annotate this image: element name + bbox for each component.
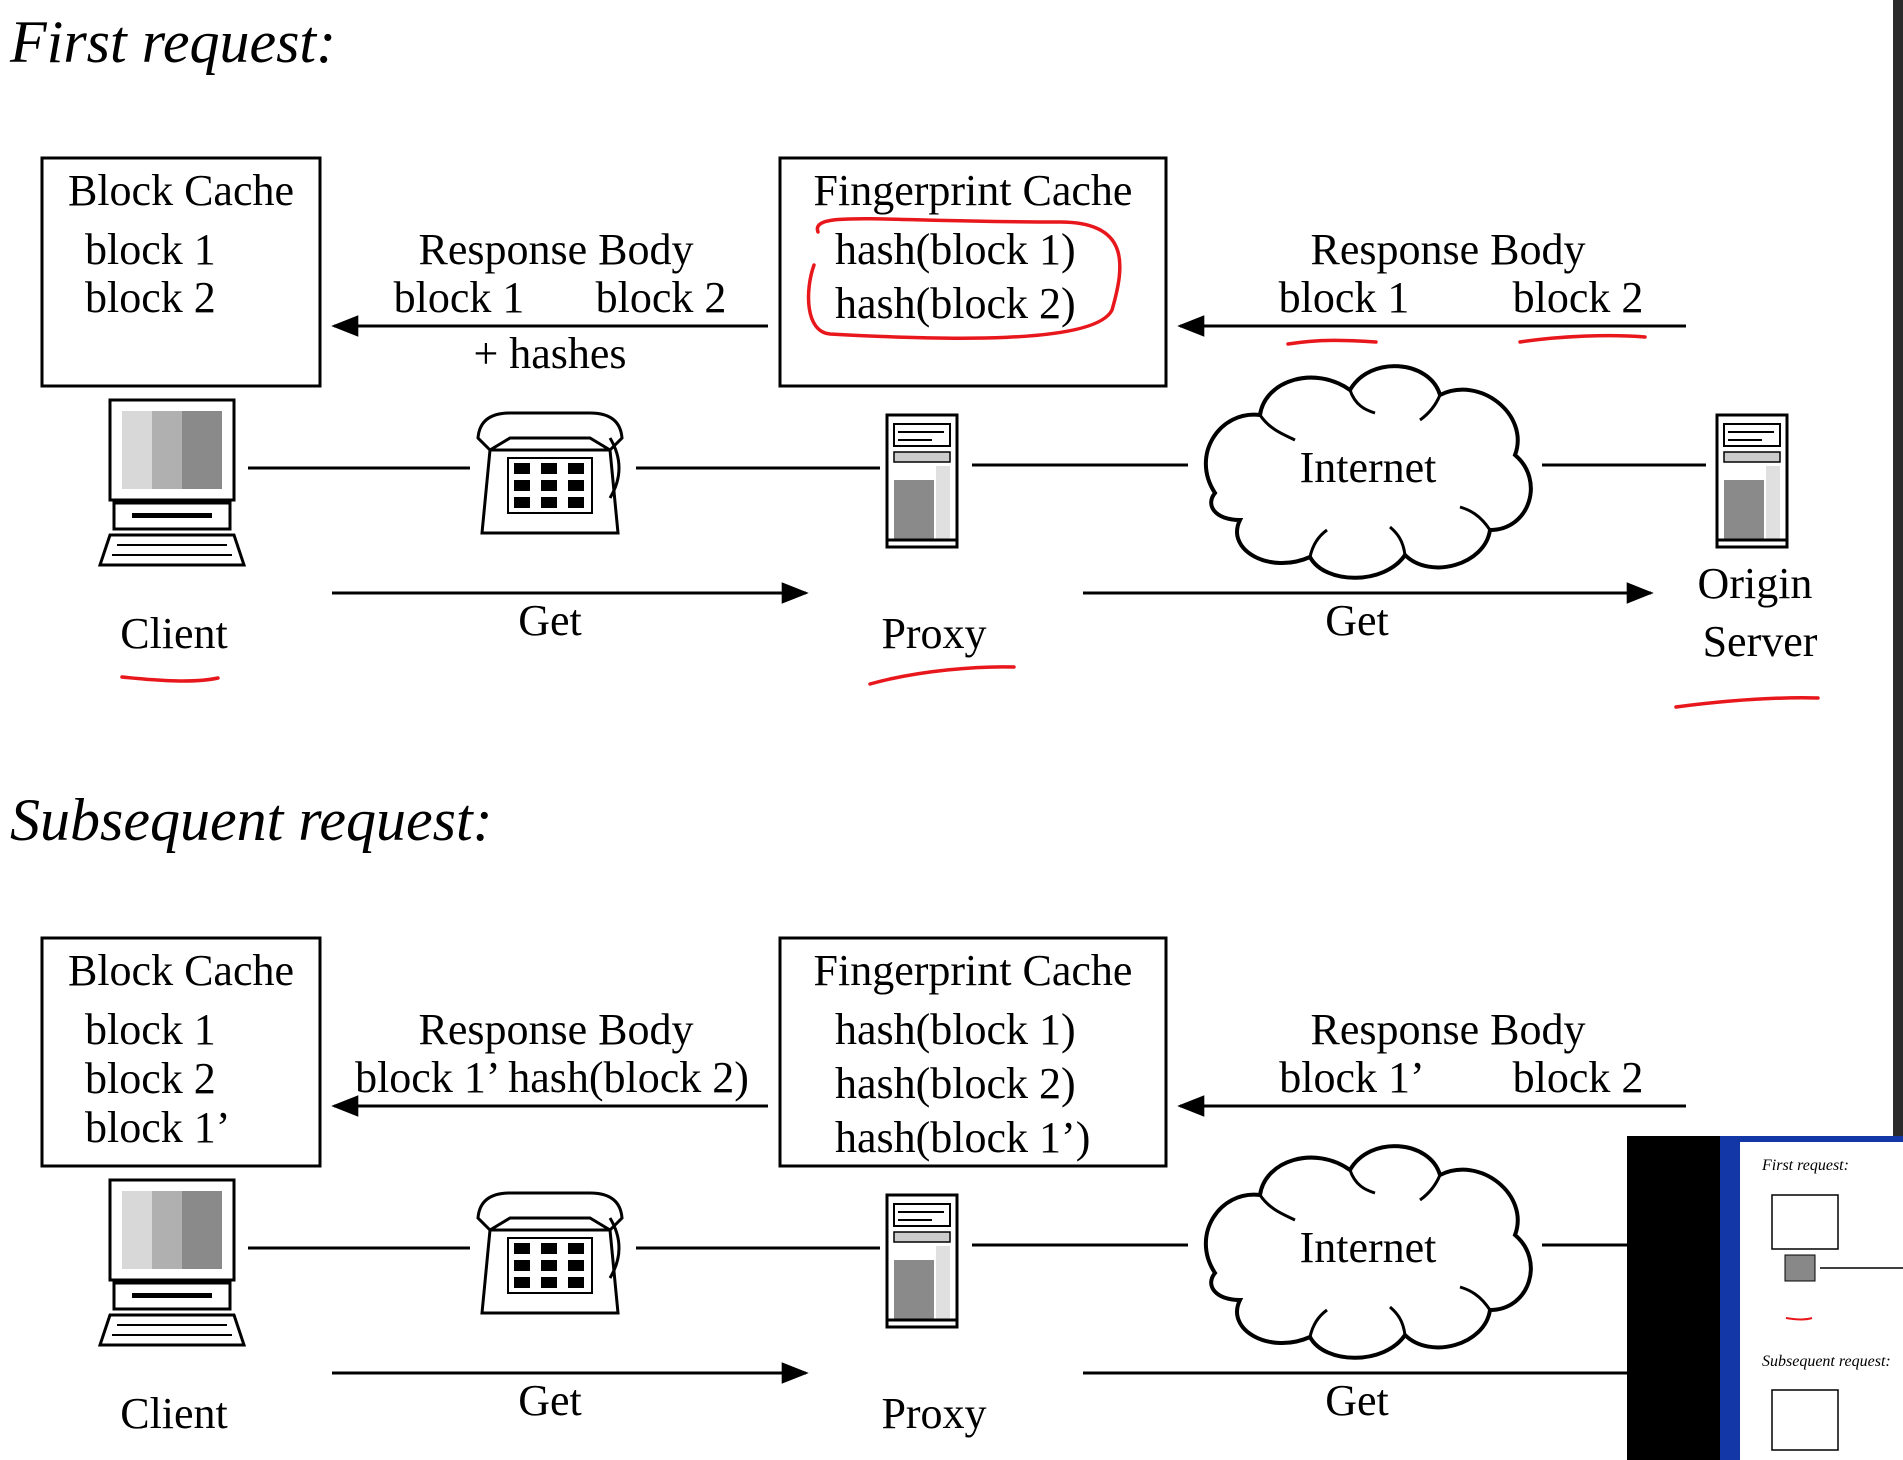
underline-client-annotation: [120, 675, 220, 683]
hash-circle-annotation: [806, 216, 1122, 341]
first-left-response-title: Response Body: [419, 225, 694, 274]
first-proxy-server-icon: [885, 413, 959, 549]
subsequent-proxy-cache-line-3: hash(block 1’): [835, 1113, 1090, 1162]
first-client-computer-icon: [98, 398, 246, 567]
subsequent-proxy-fingerprint-cache: [778, 936, 1168, 1168]
first-section-title: First request:: [9, 9, 336, 75]
first-proxy-label: Proxy: [881, 609, 986, 658]
subsequent-internet-label: Internet: [1300, 1223, 1437, 1272]
right-edge-strip: [1893, 0, 1903, 1136]
subsequent-client-computer-icon: [98, 1178, 246, 1347]
thumbnail-slide: [1740, 1142, 1903, 1460]
first-origin-label-line-1: Origin: [1698, 559, 1813, 608]
first-origin-label-line-2: Server: [1703, 617, 1818, 666]
first-get-left-label: Get: [518, 596, 582, 645]
subsequent-proxy-server-icon: [885, 1193, 959, 1329]
first-client-label: Client: [120, 609, 228, 658]
thumbnail-computer-icon: [1784, 1254, 1816, 1282]
underline-origin-annotation: [1674, 696, 1820, 709]
subsequent-client-cache-line-3: block 1’: [85, 1103, 230, 1152]
first-proxy-fingerprint-cache: [778, 156, 1168, 388]
subsequent-left-response-title: Response Body: [419, 1005, 694, 1054]
first-client-cache-line-2: block 2: [85, 273, 216, 322]
subsequent-telephone-icon: [476, 1191, 624, 1315]
first-client-cache-line-1: block 1: [85, 225, 216, 274]
thumbnail-first-title: First request:: [1761, 1157, 1849, 1174]
underline-block-1-annotation: [1286, 338, 1378, 346]
subsequent-client-cache-line-1: block 1: [85, 1005, 216, 1054]
first-proxy-cache-line-2: hash(block 2): [835, 279, 1076, 328]
first-left-response-extra: + hashes: [473, 329, 626, 378]
first-right-response-part-1: block 1: [1279, 273, 1410, 322]
subsequent-right-response-part-1: block 1’: [1279, 1053, 1424, 1102]
subsequent-client-block-cache: [40, 936, 322, 1168]
subsequent-client-label: Client: [120, 1389, 228, 1438]
thumbnail-block-cache: [1771, 1194, 1839, 1250]
first-internet-label: Internet: [1300, 443, 1437, 492]
subsequent-right-response-title: Response Body: [1311, 1005, 1586, 1054]
subsequent-proxy-cache-title: Fingerprint Cache: [814, 946, 1133, 995]
first-telephone-icon: [476, 411, 624, 535]
subsequent-client-cache-title: Block Cache: [68, 946, 294, 995]
slide-thumbnail-overlay: First request: Subsequent request:: [1627, 1136, 1903, 1460]
first-proxy-cache-line-1: hash(block 1): [835, 225, 1076, 274]
subsequent-proxy-cache-line-1: hash(block 1): [835, 1005, 1076, 1054]
first-client-cache-title: Block Cache: [68, 166, 294, 215]
first-origin-server-icon: [1715, 413, 1789, 549]
thumbnail-block-cache-2: [1771, 1389, 1839, 1451]
subsequent-get-right-label: Get: [1325, 1376, 1389, 1425]
subsequent-client-cache-line-2: block 2: [85, 1054, 216, 1103]
subsequent-left-response-line: block 1’ hash(block 2): [355, 1053, 749, 1102]
first-right-response-part-2: block 2: [1513, 273, 1644, 322]
thumbnail-subsequent-title: Subsequent request:: [1762, 1353, 1891, 1370]
underline-block-2-annotation: [1518, 333, 1647, 344]
subsequent-proxy-cache-line-2: hash(block 2): [835, 1059, 1076, 1108]
thumbnail-client-underline: [1785, 1317, 1813, 1321]
subsequent-section-title: Subsequent request:: [10, 787, 493, 853]
first-left-response-part-2: block 2: [596, 273, 727, 322]
first-get-right-label: Get: [1325, 596, 1389, 645]
first-client-block-cache: [40, 156, 322, 388]
subsequent-proxy-label: Proxy: [881, 1389, 986, 1438]
subsequent-right-response-part-2: block 2: [1513, 1053, 1644, 1102]
subsequent-get-left-label: Get: [518, 1376, 582, 1425]
underline-proxy-annotation: [868, 665, 1016, 686]
first-left-response-part-1: block 1: [394, 273, 525, 322]
first-proxy-cache-title: Fingerprint Cache: [814, 166, 1133, 215]
first-right-response-title: Response Body: [1311, 225, 1586, 274]
